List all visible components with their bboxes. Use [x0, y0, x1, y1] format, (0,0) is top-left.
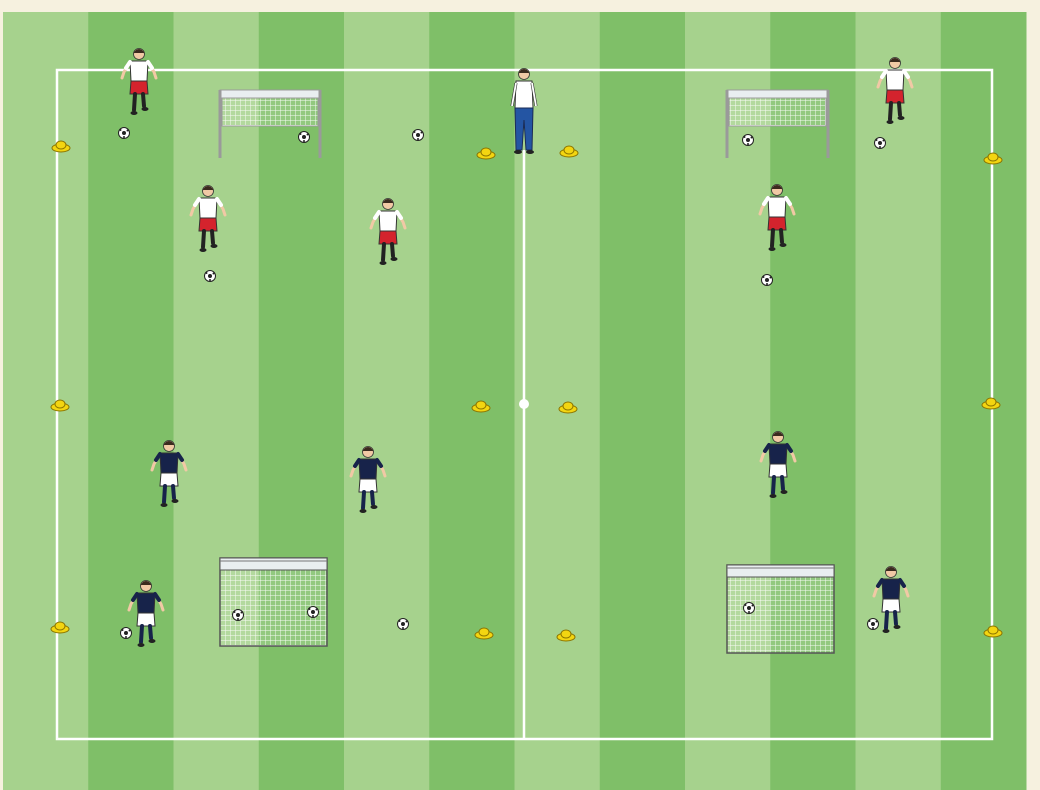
soccer-ball-icon: [868, 619, 879, 630]
grass-stripes: [3, 12, 1027, 790]
mini-goal-icon: [727, 565, 834, 653]
soccer-ball-icon: [413, 130, 424, 141]
soccer-ball-icon: [744, 603, 755, 614]
grass-stripe: [429, 12, 515, 790]
grass-stripe: [941, 12, 1027, 790]
soccer-ball-icon: [762, 275, 773, 286]
grass-stripe: [259, 12, 345, 790]
grass-stripe: [770, 12, 856, 790]
center-spot: [519, 399, 529, 409]
soccer-ball-icon: [119, 128, 130, 139]
soccer-ball-icon: [233, 610, 244, 621]
mini-goal-icon: [220, 558, 327, 646]
grass-stripe: [344, 12, 430, 790]
grass-stripe: [600, 12, 686, 790]
grass-stripe: [88, 12, 174, 790]
soccer-ball-icon: [205, 271, 216, 282]
soccer-ball-icon: [121, 628, 132, 639]
soccer-ball-icon: [308, 607, 319, 618]
grass-stripe: [174, 12, 260, 790]
soccer-ball-icon: [743, 135, 754, 146]
grass-stripe: [856, 12, 942, 790]
grass-stripe: [3, 12, 89, 790]
soccer-ball-icon: [299, 132, 310, 143]
soccer-ball-icon: [398, 619, 409, 630]
soccer-ball-icon: [875, 138, 886, 149]
